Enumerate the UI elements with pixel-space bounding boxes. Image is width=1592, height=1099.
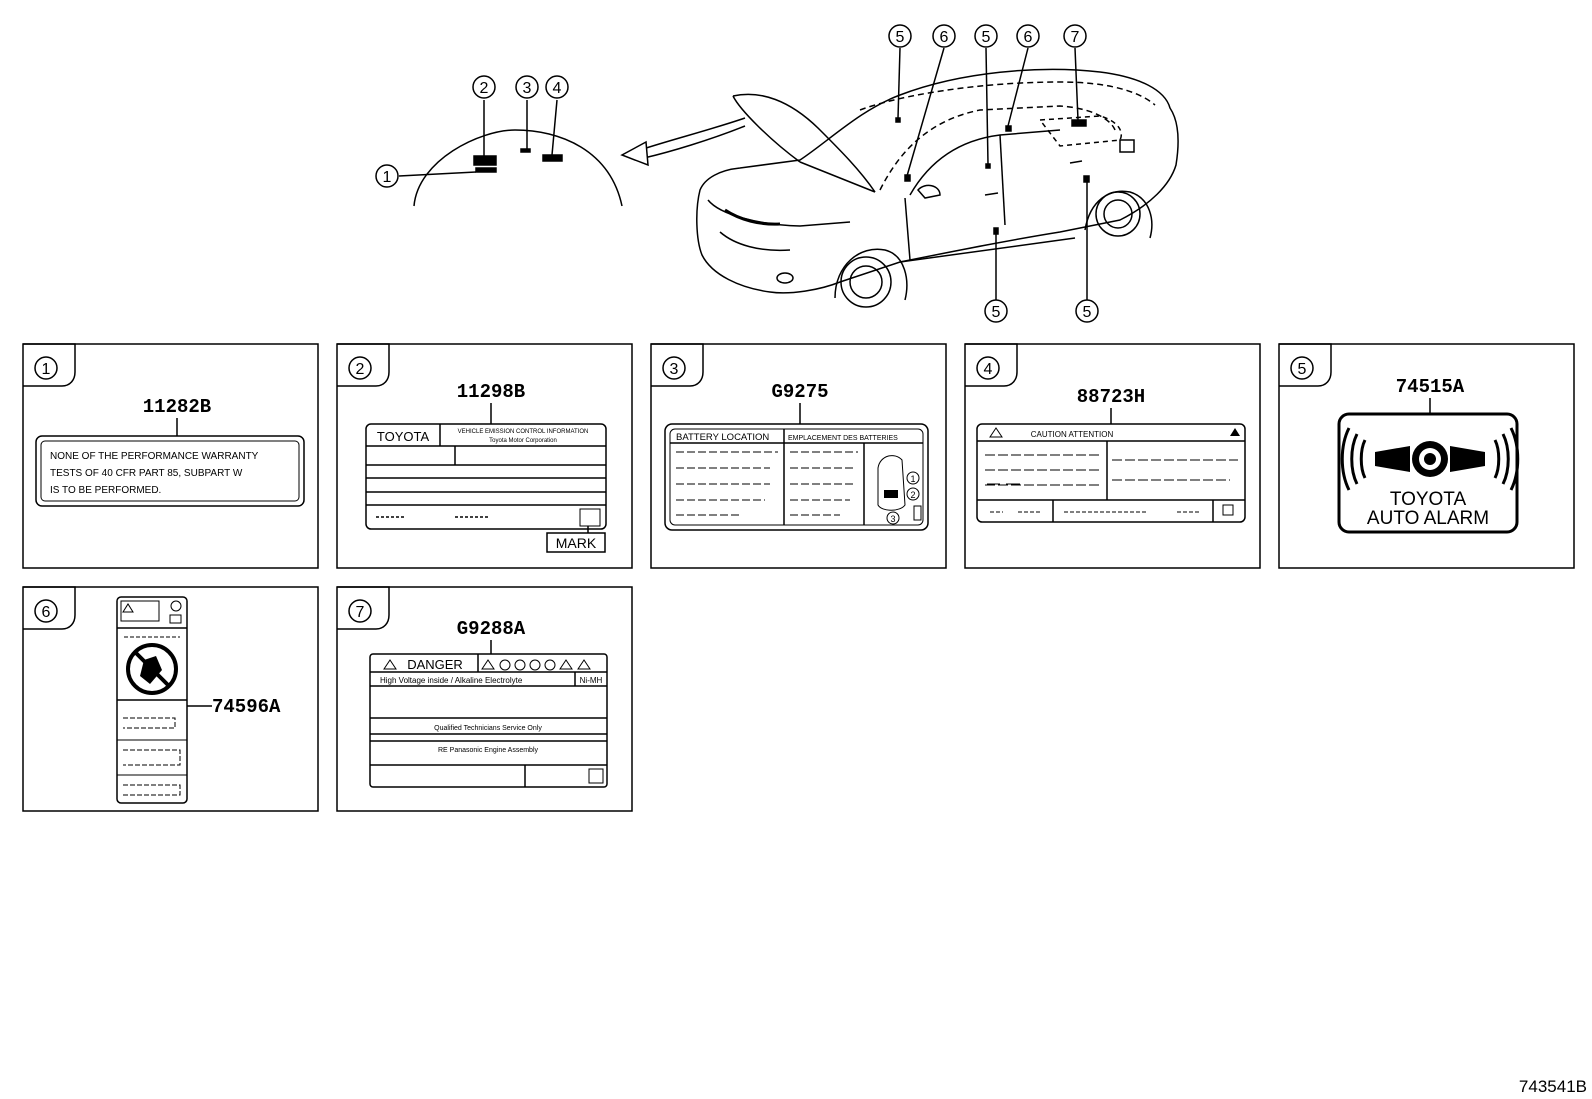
panel-6-part-number: 74596A bbox=[212, 696, 281, 718]
hood-overview: 2 3 4 1 bbox=[375, 75, 623, 207]
diagram-code: 743541B bbox=[1519, 1077, 1587, 1096]
panel-1-number: 1 bbox=[42, 361, 51, 378]
svg-text:3: 3 bbox=[890, 514, 895, 524]
panel-6: 6 74596A bbox=[22, 586, 319, 812]
hood-label-1-marker bbox=[475, 167, 497, 173]
alarm-speaker-icon bbox=[1340, 427, 1520, 491]
svg-text:1: 1 bbox=[910, 474, 915, 484]
panel-7-number: 7 bbox=[356, 604, 365, 621]
panel-2: 2 11298B TOYOTA VEHICLE EMISSION CONTROL… bbox=[336, 343, 633, 569]
hood-label-3-marker bbox=[520, 148, 531, 153]
car-callout-7: 7 bbox=[1063, 24, 1087, 48]
prohibition-icon bbox=[126, 643, 178, 695]
car-callout-6a: 6 bbox=[932, 24, 956, 48]
svg-text:1: 1 bbox=[383, 169, 392, 186]
svg-text:7: 7 bbox=[1071, 29, 1080, 46]
svg-text:6: 6 bbox=[1024, 29, 1033, 46]
panel-2-number: 2 bbox=[356, 361, 365, 378]
svg-text:3: 3 bbox=[523, 80, 532, 97]
panel-7: 7 G9288A DANGER High Voltage inside / Al… bbox=[336, 586, 633, 812]
panel-2-brand: TOYOTA bbox=[377, 429, 430, 444]
panel-3: 3 G9275 BATTERY LOCATION EMPLACEMENT DES… bbox=[650, 343, 947, 569]
panel-3-part-number: G9275 bbox=[771, 381, 828, 403]
panel-5-line-1: TOYOTA bbox=[1390, 489, 1467, 510]
panel-2-header-line-2: Toyota Motor Corporation bbox=[489, 438, 557, 444]
hood-callout-3: 3 bbox=[515, 75, 539, 99]
panel-5-part-number: 74515A bbox=[1396, 376, 1465, 398]
panel-7-danger-title: DANGER bbox=[407, 657, 463, 672]
panel-1-text-line-1: NONE OF THE PERFORMANCE WARRANTY bbox=[50, 451, 259, 462]
panel-2-header-line-1: VEHICLE EMISSION CONTROL INFORMATION bbox=[458, 429, 589, 435]
panel-1-part-number: 11282B bbox=[143, 396, 211, 418]
panel-2-part-number: 11298B bbox=[457, 381, 525, 403]
panel-3-number: 3 bbox=[670, 361, 679, 378]
panel-7-line-3: RE Panasonic Engine Assembly bbox=[438, 747, 538, 754]
panel-1: 1 11282B NONE OF THE PERFORMANCE WARRANT… bbox=[22, 343, 319, 569]
svg-text:5: 5 bbox=[992, 304, 1001, 321]
panel-7-part-number: G9288A bbox=[457, 618, 526, 640]
panel-1-text-line-2: TESTS OF 40 CFR PART 85, SUBPART W bbox=[50, 468, 243, 479]
pointer-arrow bbox=[620, 117, 746, 167]
panel-7-line-1: High Voltage inside / Alkaline Electroly… bbox=[380, 676, 523, 685]
car-callout-5b: 5 bbox=[974, 24, 998, 48]
panel-4-number: 4 bbox=[984, 361, 993, 378]
car-callout-6b: 6 bbox=[1016, 24, 1040, 48]
panel-7-battery-type: Ni-MH bbox=[580, 676, 603, 685]
car-callout-5c: 5 bbox=[984, 299, 1008, 323]
hood-callout-2: 2 bbox=[472, 75, 496, 99]
hood-label-4-marker bbox=[542, 154, 563, 162]
panel-4: 4 88723H CAUTION ATTENTION bbox=[964, 343, 1261, 569]
car-illustration: 5 6 5 6 7 5 5 bbox=[696, 24, 1179, 323]
panel-5: 5 74515A TOYOTA AUTO ALARM bbox=[1278, 343, 1575, 569]
panel-7-line-2: Qualified Technicians Service Only bbox=[434, 725, 542, 732]
panel-5-line-2: AUTO ALARM bbox=[1367, 508, 1489, 529]
panel-1-text-line-3: IS TO BE PERFORMED. bbox=[50, 485, 161, 496]
panel-2-mark-label: MARK bbox=[556, 535, 597, 551]
svg-text:2: 2 bbox=[910, 490, 915, 500]
panel-3-title-left: BATTERY LOCATION bbox=[676, 432, 769, 443]
panel-3-title-right: EMPLACEMENT DES BATTERIES bbox=[788, 435, 898, 442]
panel-4-header: CAUTION ATTENTION bbox=[1031, 430, 1114, 439]
svg-text:2: 2 bbox=[480, 80, 489, 97]
svg-text:5: 5 bbox=[1083, 304, 1092, 321]
car-callout-5a: 5 bbox=[888, 24, 912, 48]
svg-text:6: 6 bbox=[940, 29, 949, 46]
panel-4-part-number: 88723H bbox=[1077, 386, 1145, 408]
svg-text:5: 5 bbox=[896, 29, 905, 46]
svg-text:5: 5 bbox=[982, 29, 991, 46]
car-callout-5d: 5 bbox=[1075, 299, 1099, 323]
panel-6-number: 6 bbox=[42, 604, 51, 621]
panel-5-number: 5 bbox=[1298, 361, 1307, 378]
hood-callout-1: 1 bbox=[375, 164, 399, 188]
hood-callout-4: 4 bbox=[545, 75, 569, 99]
hood-label-2-marker bbox=[473, 155, 497, 166]
svg-text:4: 4 bbox=[553, 80, 562, 97]
